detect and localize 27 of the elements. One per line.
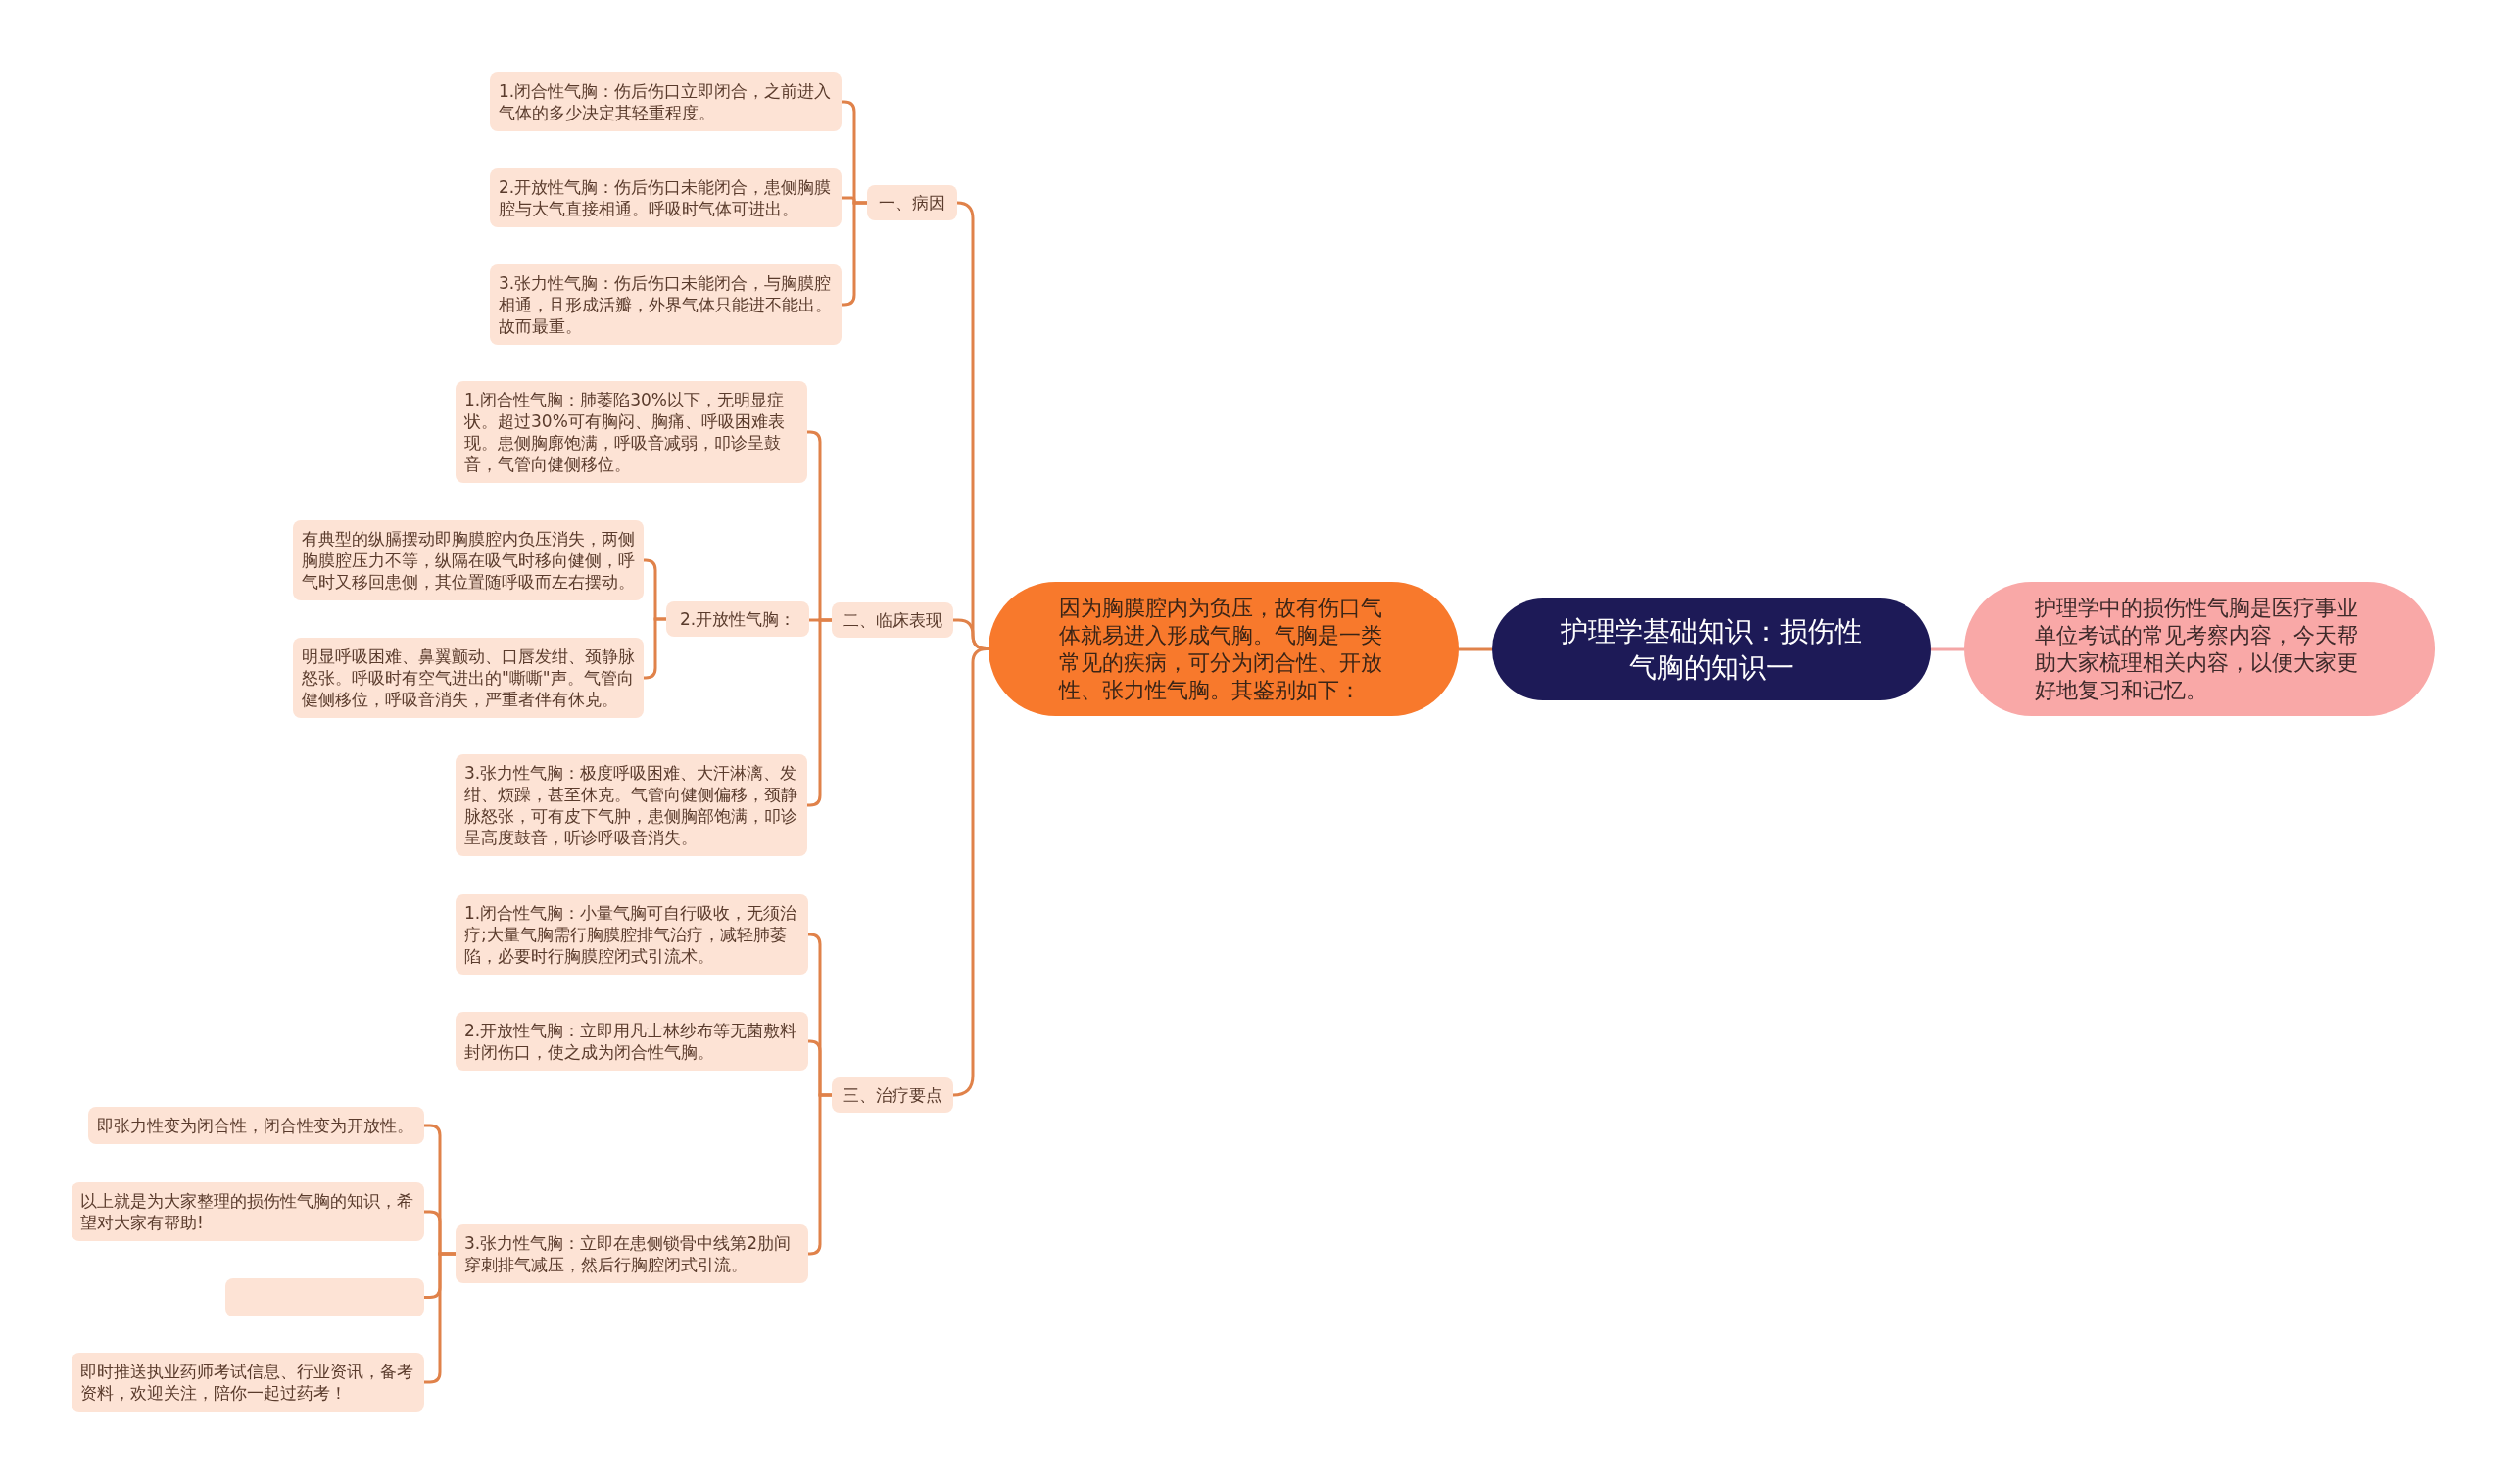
summary-topic: 护理学中的损伤性气胸是医疗事业单位考试的常见考察内容，今天帮助大家梳理相关内容，以便大家更好地复习和记忆。 xyxy=(1964,582,2435,716)
subtopic-node: 即时推送执业药师考试信息、行业资讯，备考资料，欢迎关注，陪你一起过药考！ xyxy=(72,1353,424,1412)
subtopic-node: 1.闭合性气胸：肺萎陷30%以下，无明显症状。超过30%可有胸闷、胸痛、呼吸困难表现。患侧胸廓饱满，呼吸音减弱，叩诊呈鼓音，气管向健侧移位。 xyxy=(456,381,807,483)
subtopic-node: 1.闭合性气胸：伤后伤口立即闭合，之前进入气体的多少决定其轻重程度。 xyxy=(490,72,842,131)
connector-line xyxy=(643,617,666,680)
main-topic: 因为胸膜腔内为负压，故有伤口气体就易进入形成气胸。气胸是一类常见的疾病，可分为闭合性、开放性、张力性气胸。其鉴别如下： xyxy=(989,582,1459,716)
subtopic-node: 3.张力性气胸：极度呼吸困难、大汗淋漓、发绀、烦躁，甚至休克。气管向健侧偏移，颈静脉怒张，可有皮下气肿，患侧胸部饱满，叩诊呈高度鼓音，听诊呼吸音消失。 xyxy=(456,754,807,856)
subtopic-node: 2.开放性气胸：立即用凡士林纱布等无菌敷料封闭伤口，使之成为闭合性气胸。 xyxy=(456,1012,808,1071)
connector-line xyxy=(1931,647,1964,651)
central-topic: 护理学基础知识：损伤性气胸的知识一 xyxy=(1492,598,1931,700)
connector-line xyxy=(1459,647,1492,651)
branch-topic: 2.开放性气胸： xyxy=(666,601,809,637)
empty-topic xyxy=(225,1278,424,1316)
branch-topic: 二、临床表现 xyxy=(832,602,953,638)
branch-topic: 一、病因 xyxy=(867,185,957,220)
subtopic-node: 明显呼吸困难、鼻翼颤动、口唇发绀、颈静脉怒张。呼吸时有空气进出的"嘶嘶"声。气管向健侧移位，呼吸音消失，严重者伴有休克。 xyxy=(293,638,644,718)
subtopic-node: 3.张力性气胸：立即在患侧锁骨中线第2肋间穿刺排气减压，然后行胸腔闭式引流。 xyxy=(456,1224,808,1283)
connector-line xyxy=(807,1093,832,1256)
connector-line xyxy=(951,647,989,1097)
branch-topic: 三、治疗要点 xyxy=(832,1077,953,1113)
subtopic-node: 2.开放性气胸：伤后伤口未能闭合，患侧胸膜腔与大气直接相通。呼吸时气体可进出。 xyxy=(490,168,842,227)
connector-line xyxy=(424,1252,456,1384)
subtopic-node: 1.闭合性气胸：小量气胸可自行吸收，无须治疗;大量气胸需行胸膜腔排气治疗，减轻肺萎陷，必要时行胸膜腔闭式引流术。 xyxy=(456,894,808,975)
subtopic-node: 即张力性变为闭合性，闭合性变为开放性。 xyxy=(88,1107,424,1144)
subtopic-node: 3.张力性气胸：伤后伤口未能闭合，与胸膜腔相通，且形成活瓣，外界气体只能进不能出。故而最重。 xyxy=(490,264,842,345)
subtopic-node: 以上就是为大家整理的损伤性气胸的知识，希望对大家有帮助! xyxy=(72,1182,424,1241)
subtopic-node: 有典型的纵膈摆动即胸膜腔内负压消失，两侧胸膜腔压力不等，纵隔在吸气时移向健侧，呼气时又移回患侧，其位置随呼吸而左右摆动。 xyxy=(293,520,644,600)
